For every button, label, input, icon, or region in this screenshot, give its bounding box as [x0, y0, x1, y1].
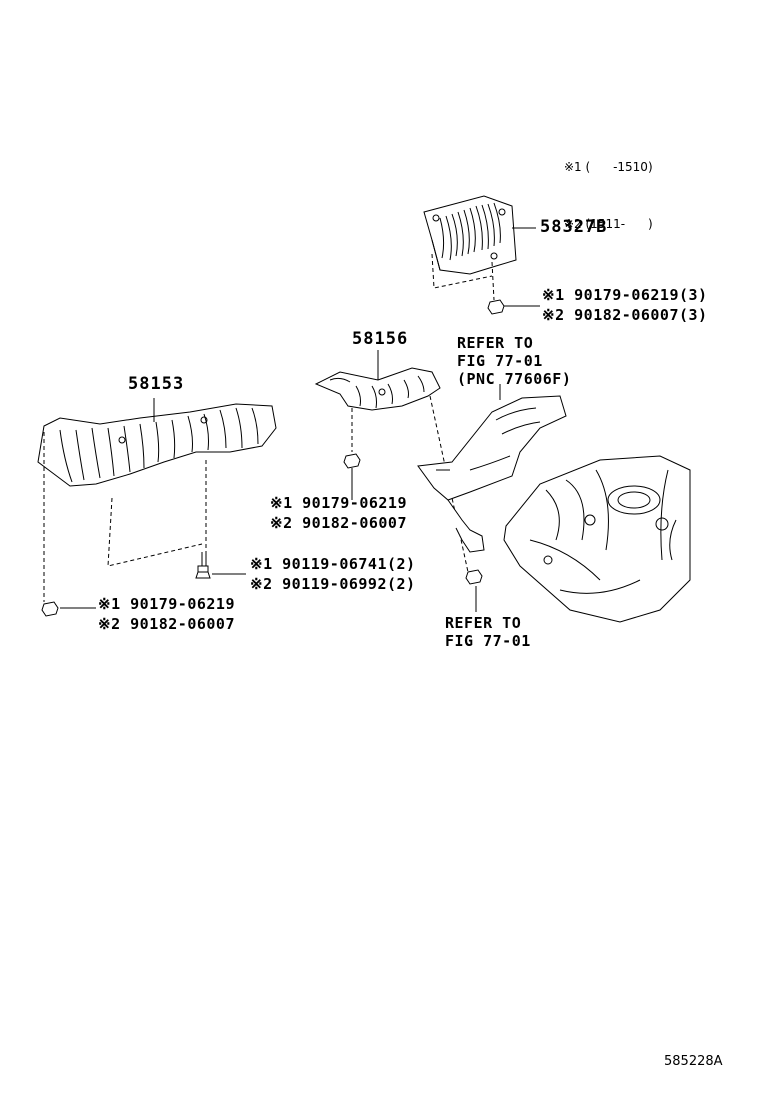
heat-insulator-58327b-drawing [423, 195, 540, 315]
callout-bolt-1[interactable]: ※1 90119-06741(2) [250, 555, 416, 573]
part-label-58153[interactable]: 58153 [128, 374, 185, 394]
part-label-58156[interactable]: 58156 [352, 329, 409, 349]
callout-58327b-nut-1[interactable]: ※1 90179-06219(3) [542, 286, 708, 304]
refer-bottom-line-1: REFER TO [445, 614, 522, 632]
refer-top-line-3: (PNC 77606F) [457, 370, 572, 388]
figure-id: 585228A [664, 1054, 723, 1069]
part-label-58327b[interactable]: 58327B [540, 217, 608, 237]
callout-58156-nut-1[interactable]: ※1 90179-06219 [270, 494, 407, 512]
refer-bottom-line-2: FIG 77-01 [445, 632, 531, 650]
refer-to-fig-bottom[interactable]: REFER TO FIG 77-01 [445, 614, 531, 650]
callout-58153-nut-2[interactable]: ※2 90182-06007 [98, 615, 235, 633]
callout-58327b-nut-2[interactable]: ※2 90182-06007(3) [542, 306, 708, 324]
refer-top-line-1: REFER TO [457, 334, 534, 352]
legend-item-1: ※1 ( -1510) [564, 160, 653, 174]
callout-58153-nut-1[interactable]: ※1 90179-06219 [98, 595, 235, 613]
refer-top-line-2: FIG 77-01 [457, 352, 543, 370]
callout-bolt-2[interactable]: ※2 90119-06992(2) [250, 575, 416, 593]
heat-insulator-58153-drawing [37, 398, 277, 617]
refer-to-fig-top[interactable]: REFER TO FIG 77-01 (PNC 77606F) [457, 334, 571, 388]
heat-insulator-58156-drawing [314, 350, 469, 573]
legend-item-2: ※2 (1511- ) [564, 217, 653, 231]
callout-58156-nut-2[interactable]: ※2 90182-06007 [270, 514, 407, 532]
production-date-legend: ※1 ( -1510) ※2 (1511- ) [564, 120, 653, 253]
fuel-tank-reference-drawing [417, 384, 691, 623]
